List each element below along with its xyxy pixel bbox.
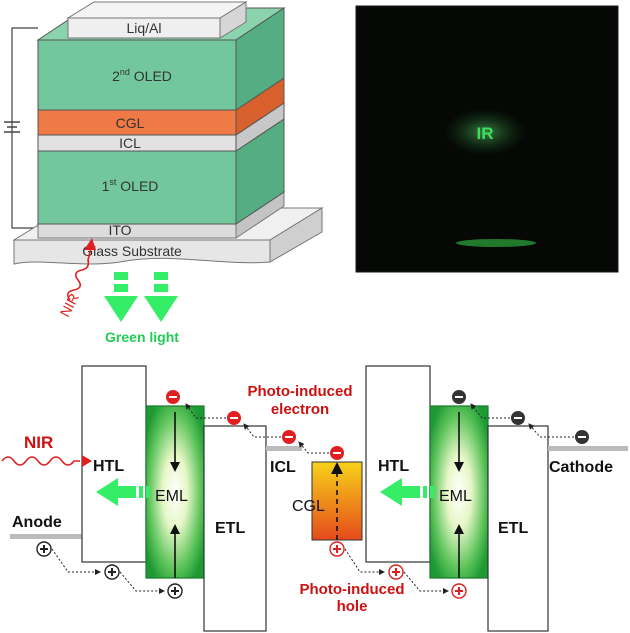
htl-left-label: HTL: [93, 458, 124, 475]
top-electrode: [66, 1, 248, 39]
cathode-level: [548, 446, 628, 451]
eml-left-label: EML: [155, 488, 188, 505]
electron-arrows: [185, 403, 574, 454]
substrate-label: Glass Substrate: [82, 243, 182, 259]
cgl-label: CGL: [116, 115, 145, 131]
second-oled-label: 2nd OLED: [112, 67, 172, 84]
icl-label: ICL: [270, 459, 296, 476]
etl-right-label: ETL: [498, 520, 528, 537]
electron-icon: [511, 411, 525, 425]
icl-layer: [37, 102, 285, 152]
hole-arrows: [51, 548, 449, 594]
top-electrode-label: Liq/Al: [126, 20, 161, 36]
emission-arrow-left: [96, 478, 150, 506]
device-photo: IR: [355, 5, 619, 273]
eml-arrows: [170, 412, 464, 578]
cgl-arrowhead-icon: [331, 462, 343, 474]
electron-icon: [575, 430, 589, 444]
hole-icon: [167, 583, 183, 599]
cgl-layer: [37, 77, 285, 136]
emission-arrow-right: [380, 478, 434, 506]
device-stack: Liq/Al 2nd OLED CGL ICL 1st OLED ITO Gla…: [4, 1, 324, 345]
nir-input-label: NIR: [57, 291, 82, 320]
circuit-wire: [11, 27, 38, 229]
icl-label: ICL: [119, 135, 141, 151]
photo-hole-label-1: Photo-induced: [300, 581, 405, 598]
green-light-label: Green light: [105, 329, 179, 345]
first-oled-layer: [37, 118, 285, 225]
nir-energy-wave: [1, 456, 80, 466]
electron-icons: [166, 390, 589, 460]
photo-electron-label-1: Photo-induced: [248, 383, 353, 400]
electron-icon: [166, 390, 180, 404]
eml-right-label: EML: [439, 488, 472, 505]
nir-energy-arrowhead-icon: [82, 455, 92, 467]
battery-icon: [4, 121, 20, 133]
electron-icon: [227, 411, 241, 425]
photo-hole-label-2: hole: [337, 598, 368, 615]
hole-icons: [36, 541, 467, 599]
nir-wave-arrow: [66, 243, 93, 301]
electron-icon: [452, 390, 466, 404]
hole-icon: [329, 541, 345, 557]
icl-level: [266, 446, 302, 451]
green-light-arrows: [104, 272, 178, 322]
htl-right-block: [365, 365, 431, 563]
hole-icon: [388, 564, 404, 580]
etl-right-block: [487, 425, 549, 632]
cathode-label: Cathode: [549, 459, 613, 476]
ito-label: ITO: [108, 222, 131, 238]
photo-ir-text: IR: [477, 124, 494, 143]
etl-left-block: [203, 425, 267, 632]
electron-icon: [330, 446, 344, 460]
electron-icon: [282, 430, 296, 444]
hole-icon: [104, 564, 120, 580]
anode-level: [10, 534, 82, 539]
nir-arrowhead-icon: [84, 238, 96, 250]
nir-energy-label: NIR: [24, 433, 53, 452]
hole-icon: [36, 541, 52, 557]
photo-electron-label-2: electron: [271, 401, 329, 418]
anode-label: Anode: [12, 514, 62, 531]
first-oled-label: 1st OLED: [102, 177, 159, 194]
htl-right-label: HTL: [378, 458, 409, 475]
etl-left-label: ETL: [215, 520, 245, 537]
hole-icon: [451, 583, 467, 599]
cgl-label: CGL: [292, 498, 325, 515]
energy-diagram: Anode HTL EML ETL ICL CGL HTL EML ETL Ca…: [1, 365, 628, 632]
